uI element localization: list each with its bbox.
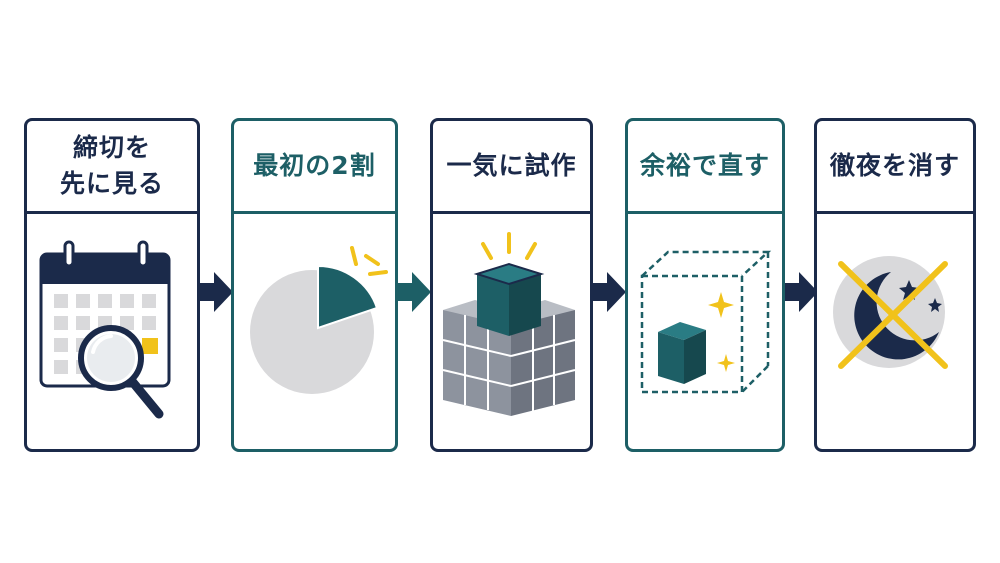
calendar-magnifier-icon <box>39 240 171 419</box>
arrow-right-icon <box>200 272 233 312</box>
step-title: 余裕で直す <box>639 151 770 180</box>
stacked-cubes-icon <box>442 232 576 416</box>
step-illustration <box>27 214 197 449</box>
step-header: 徹夜を消す <box>817 121 973 214</box>
step-title: 締切を 先に見る <box>59 133 164 198</box>
crossed-moon-icon <box>833 256 948 369</box>
step-card-5: 徹夜を消す <box>814 118 976 452</box>
step-card-2: 最初の2割 <box>231 118 398 452</box>
pie-20-percent-icon <box>250 246 388 394</box>
step-illustration <box>817 214 973 449</box>
step-header: 一気に試作 <box>433 121 590 214</box>
step-header: 余裕で直す <box>628 121 782 214</box>
arrow-right-icon <box>785 272 818 312</box>
arrow-right-icon <box>593 272 626 312</box>
step-title: 徹夜を消す <box>829 151 960 180</box>
cube-in-dashed-box-icon <box>640 250 772 394</box>
step-title: 最初の2割 <box>253 151 376 180</box>
step-title: 一気に試作 <box>446 151 577 180</box>
arrow-right-icon <box>398 272 431 312</box>
step-card-3: 一気に試作 <box>430 118 593 452</box>
step-card-1: 締切を 先に見る <box>24 118 200 452</box>
step-illustration <box>433 214 590 449</box>
step-illustration <box>234 214 395 449</box>
step-card-4: 余裕で直す <box>625 118 785 452</box>
step-header: 最初の2割 <box>234 121 395 214</box>
step-illustration <box>628 214 782 449</box>
step-header: 締切を 先に見る <box>27 121 197 214</box>
